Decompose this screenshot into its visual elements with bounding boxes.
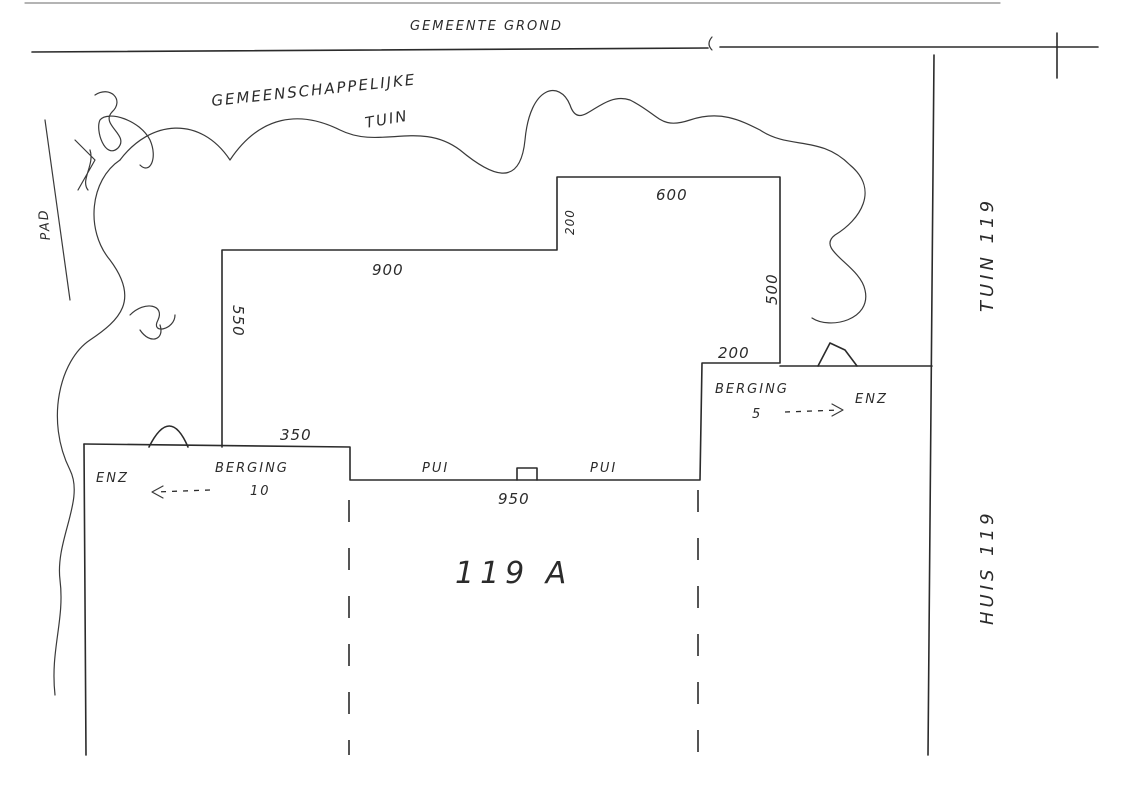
right-shed-arrow-head: [831, 403, 844, 417]
left-shed-arrow: [154, 489, 211, 493]
label-pui-left: PUI: [422, 461, 449, 476]
dimension-550: 550: [229, 305, 247, 337]
path-line: [44, 119, 71, 301]
shrub-scribble: [129, 305, 176, 340]
left-garden-edge-curve: [53, 159, 126, 696]
label-tuin-common: TUIN: [364, 107, 410, 132]
building-outline: [83, 176, 781, 481]
right-property-line: [927, 54, 935, 756]
label-pui-right: PUI: [590, 461, 617, 476]
garden-edge-curve: [119, 89, 867, 324]
label-huis-119: HUIS 119: [977, 509, 998, 625]
label-tuin-119: TUIN 119: [977, 197, 998, 312]
left-shed-door-arc: [148, 425, 189, 448]
label-enz-left: ENZ: [96, 471, 129, 486]
dimension-200-top: 200: [563, 209, 577, 235]
dimension-500: 500: [763, 273, 781, 305]
tree-scribble: [74, 91, 154, 191]
label-berging-left: BERGING: [215, 461, 289, 476]
label-berging-right: BERGING: [715, 382, 789, 397]
right-shed-door-arc: [817, 342, 858, 367]
boundary-gap-mark: [708, 36, 713, 51]
label-pad: PAD: [36, 208, 54, 241]
label-unit-119a: 119 A: [455, 556, 572, 591]
dimension-950: 950: [498, 490, 530, 508]
label-enz-right: ENZ: [855, 392, 888, 407]
left-shed-left-wall: [83, 443, 87, 756]
label-berging-left-num: 10: [250, 484, 271, 499]
dimension-900: 900: [372, 261, 404, 279]
right-shed-arrow: [784, 409, 841, 413]
municipal-boundary-line: [31, 46, 1099, 53]
left-shed-arrow-head: [151, 485, 164, 499]
label-berging-right-num: 5: [752, 407, 762, 422]
facade-door-notch: [516, 467, 538, 481]
label-gemeente-grond: GEMEENTE GROND: [410, 19, 563, 34]
dimension-600: 600: [656, 186, 688, 204]
dimension-200-right: 200: [718, 344, 750, 362]
label-gemeenschappelijke: GEMEENSCHAPPELIJKE: [211, 71, 418, 110]
dimension-350: 350: [280, 426, 312, 444]
